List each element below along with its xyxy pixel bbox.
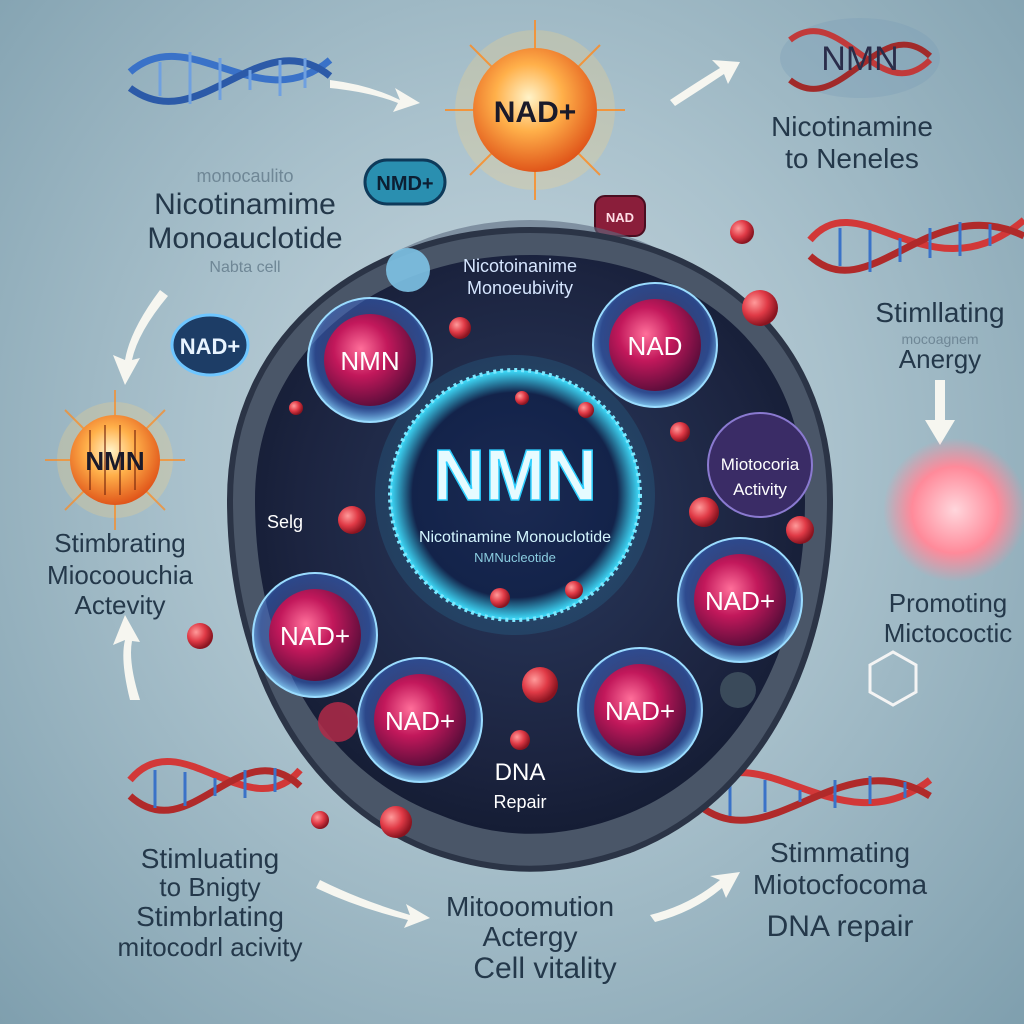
nmn-core-subtitle2: NMNucleotide — [474, 550, 556, 565]
nad-oval-badge — [170, 313, 250, 377]
nad-sun-label: NAD+ — [494, 96, 577, 129]
inner-label-right: Miotocoria — [721, 455, 800, 474]
outer-right-mid-1: Stimllating — [875, 297, 1004, 328]
nmn-sun-badge — [45, 390, 185, 530]
inner-sphere-6 — [577, 647, 703, 773]
inner-label-left: Selg — [267, 512, 303, 532]
nmn-sun-label: NMN — [85, 446, 144, 476]
inner-sphere-3-label: NAD+ — [280, 621, 350, 651]
inner-label-bottom: DNA — [495, 759, 546, 786]
outer-right-low-1: Promoting — [889, 588, 1008, 618]
outer-bottom-right-2: Miotocfocoma — [753, 869, 928, 900]
inner-label-top: Nicotoinanime — [463, 256, 577, 276]
nmn-dna-badge-label: NMN — [821, 40, 898, 78]
outer-left-mid-1: Stimbrating — [54, 528, 186, 558]
outer-top-right-1: Nicotinamine — [771, 111, 933, 142]
inner-sphere-5-label: NAD+ — [385, 706, 455, 736]
nmd-pill-label: NMD+ — [376, 173, 433, 195]
outer-bottom-center-1: Mitooomution — [446, 891, 614, 922]
cycle-arrows — [113, 60, 955, 928]
inner-sphere-4-label: NAD+ — [705, 586, 775, 616]
inner-sphere-3 — [252, 572, 378, 698]
outer-top-left-3: Monoauclotide — [147, 222, 342, 255]
nad-sun-badge — [445, 20, 625, 200]
inner-sphere-2 — [592, 282, 718, 408]
outer-bottom-left-1: Stimluating — [141, 843, 280, 874]
nad-small-label: NAD — [606, 210, 634, 225]
outer-left-mid-3: Actevity — [74, 590, 165, 620]
dna-helix-right — [807, 217, 1024, 274]
outer-bottom-right-3: DNA repair — [767, 910, 914, 943]
nad-oval-label: NAD+ — [180, 334, 241, 359]
inner-label-bottom2: Repair — [493, 792, 546, 812]
outer-right-mid-2: mocoagnem — [901, 331, 978, 347]
outer-bottom-left-3: Stimbrlating — [136, 901, 284, 932]
inner-label-top2: Monoeubivity — [467, 278, 573, 298]
inner-sphere-5 — [357, 657, 483, 783]
outer-bottom-left-2: to Bnigty — [159, 872, 260, 902]
inner-sphere-6-label: NAD+ — [605, 696, 675, 726]
outer-top-left-1: monocaulito — [196, 166, 293, 186]
nmd-pill — [363, 158, 447, 206]
nmn-core-title: NMN — [433, 436, 597, 516]
outer-bottom-center-2: Actergy — [483, 921, 578, 952]
outer-top-right-2: to Neneles — [785, 143, 919, 174]
outer-bottom-left-4: mitocodrl acivity — [118, 932, 303, 962]
inner-sphere-1 — [307, 297, 433, 423]
nmn-core-subtitle: Nicotinamine Monouclotide — [419, 529, 611, 546]
inner-sphere-mitochondria — [707, 412, 813, 518]
dna-helix-bottom-right — [697, 769, 933, 824]
outer-right-low-2: Mictococtic — [884, 618, 1013, 648]
hexagon-icon — [868, 650, 918, 707]
outer-top-left-4: Nabta cell — [209, 259, 280, 276]
pink-cell-sphere — [883, 438, 1024, 582]
outer-right-mid-3: Anergy — [899, 344, 981, 374]
outer-left-mid-2: Miocoouchia — [47, 560, 194, 590]
inner-sphere-1-label: NMN — [340, 346, 399, 376]
molecule-particles — [187, 220, 814, 838]
outer-top-left-2: Nicotinamime — [154, 188, 336, 221]
inner-sphere-2-label: NAD — [628, 331, 683, 361]
nmn-dna-badge — [780, 18, 940, 98]
nmn-core — [375, 355, 655, 635]
outer-bottom-right-1: Stimmating — [770, 837, 910, 868]
dna-helix-top-left — [127, 52, 333, 105]
inner-sphere-4 — [677, 537, 803, 663]
inner-label-right2: Activity — [733, 480, 787, 499]
dna-helix-bottom-left — [127, 757, 303, 814]
outer-bottom-center-3: Cell vitality — [473, 952, 616, 985]
